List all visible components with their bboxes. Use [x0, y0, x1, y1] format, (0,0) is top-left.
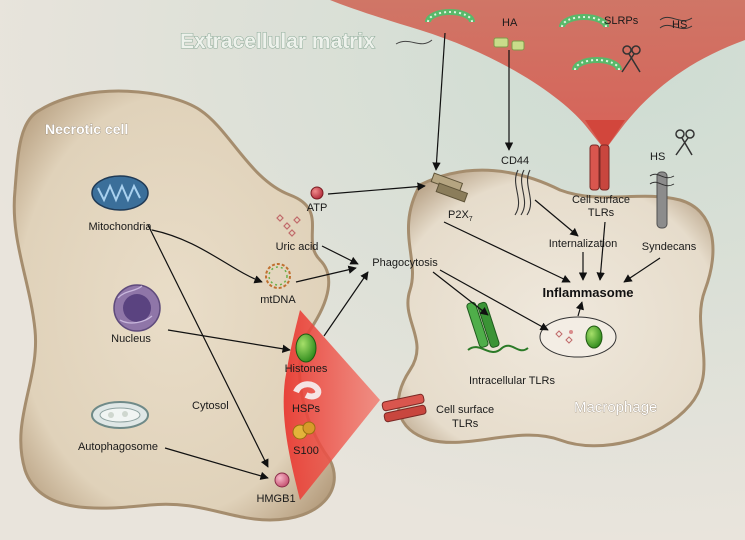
internalization-label: Internalization [549, 238, 618, 250]
cell-surface-tlrs-top-label-1: Cell surface [572, 194, 630, 206]
histones-label: Histones [285, 363, 328, 375]
arrow-nucleus-histones [167, 329, 291, 353]
slrps-label: SLRPs [604, 15, 639, 27]
arrow-atp-p2x7 [327, 182, 426, 195]
ecm-fiber [395, 39, 433, 45]
nucleus-icon [113, 284, 161, 332]
arrow-histones-phagocytosis [323, 271, 369, 337]
arrow-mitochondria-hmgb1 [147, 224, 269, 468]
arrow-syndecans-inflammasome [623, 257, 661, 283]
arrow-phagocytosis-intracellular-tlrs [432, 271, 489, 316]
cell-surface-tlrs-left-label-1: Cell surface [436, 404, 494, 416]
uric-acid-label: Uric acid [276, 241, 319, 253]
pathway-arrows [147, 32, 661, 480]
nucleus-label: Nucleus [111, 333, 151, 345]
arrow-phagocytosis-phagosome [439, 269, 549, 331]
scissors-icon [621, 45, 641, 73]
arrow-phagosome-inflammasome [575, 301, 584, 317]
autophagosome-icon [91, 401, 149, 429]
p2x7-label: P2X7 [448, 209, 473, 223]
hs-right-label: HS [650, 151, 665, 163]
arrow-p2x7-inflammasome [443, 221, 571, 283]
arrow-mitochondria-mtdna [151, 229, 263, 284]
mitochondria-label: Mitochondria [89, 221, 153, 233]
uric-acid-icon [276, 214, 301, 237]
atp-icon [310, 186, 324, 200]
syndecans-icon [649, 171, 675, 229]
phagosome-icon [539, 316, 617, 358]
hsps-icon [293, 381, 322, 400]
necrotic-cell-label: Necrotic cell [45, 121, 128, 137]
arrow-mtdna-phagocytosis [295, 265, 357, 283]
intracellular-tlrs-label: Intracellular TLRs [469, 375, 555, 387]
slrp-molecule-3 [572, 57, 622, 71]
hmgb1-label: HMGB1 [256, 493, 295, 505]
cell-surface-tlrs-left-icon [381, 393, 427, 423]
slrp-molecule-2 [559, 14, 609, 28]
mtdna-label: mtDNA [260, 294, 296, 306]
atp-label: ATP [307, 202, 328, 214]
arrow-tlrs-inflammasome [596, 221, 606, 281]
cell-surface-tlrs-left-label-2: TLRs [452, 418, 479, 430]
cell-surface-tlrs-top-icon [589, 144, 610, 191]
autophagosome-label: Autophagosome [78, 441, 158, 453]
hs-chain-top [659, 16, 693, 30]
ha-fragments [493, 37, 525, 51]
inflammasome-label: Inflammasome [542, 285, 633, 300]
p2x7-receptor-icon [430, 172, 469, 203]
ha-label: HA [502, 17, 518, 29]
cell-surface-tlrs-top-label-2: TLRs [588, 207, 615, 219]
arrow-cd44-internalization [534, 199, 579, 237]
scissors-icon [675, 129, 695, 156]
mtdna-icon [265, 263, 291, 289]
macrophage-label: Macrophage [574, 399, 657, 416]
s100-icon [292, 421, 316, 440]
arrow-autophagosome-hmgb1 [164, 447, 269, 480]
macrophage-cell-body [396, 168, 715, 448]
ecm-arrowhead [585, 120, 625, 150]
hs-top-label: HS [672, 19, 687, 31]
histones-icon [295, 333, 317, 363]
cytosol-label: Cytosol [192, 400, 229, 412]
ecm-red-wedge [330, 0, 745, 150]
hmgb1-icon [274, 472, 290, 488]
s100-label: S100 [293, 445, 319, 457]
phagocytosis-label: Phagocytosis [372, 257, 438, 269]
mitochondria-icon [91, 175, 149, 211]
hsps-label: HSPs [292, 403, 321, 415]
arrow-uricacid-phagocytosis [321, 245, 359, 265]
arrow-slrp-p2x7 [432, 32, 446, 171]
ecm-title: Extracellular matrix [180, 30, 375, 53]
syndecans-label: Syndecans [642, 241, 697, 253]
cd44-receptor-icon [514, 169, 532, 216]
cd44-label: CD44 [501, 155, 529, 167]
slrp-molecule-1 [425, 9, 475, 23]
